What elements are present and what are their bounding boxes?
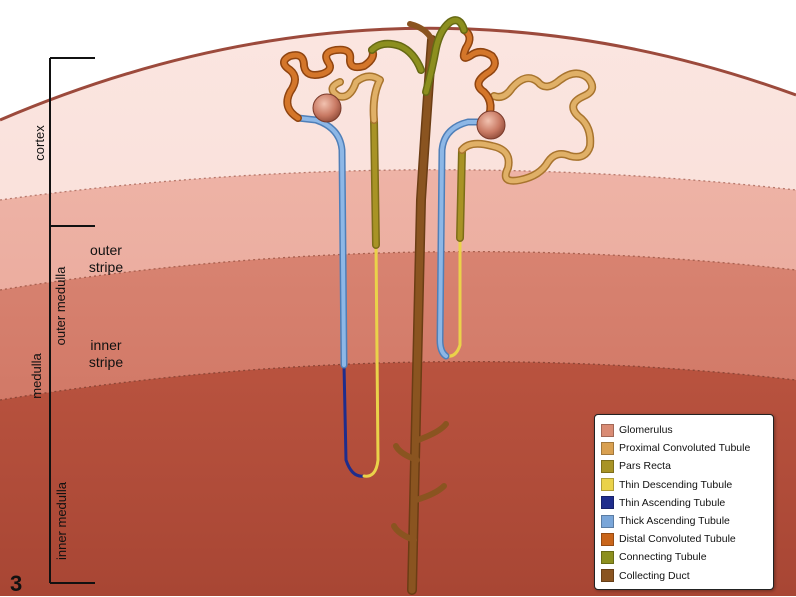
legend-label: Thin Ascending Tubule [619,497,725,509]
legend-label: Connecting Tubule [619,551,707,563]
legend-swatch [601,551,614,564]
outer-stripe-line1: outer [78,242,134,259]
inner-stripe-line1: inner [78,337,134,354]
right-glomerulus [477,111,505,139]
legend-swatch [601,442,614,455]
legend-label: Glomerulus [619,424,673,436]
legend-label: Thick Ascending Tubule [619,515,730,527]
left-glomerulus [313,94,341,122]
legend-swatch [601,515,614,528]
inner-stripe-label: inner stripe [78,337,134,371]
legend-swatch [601,496,614,509]
legend-item-distal-convoluted-tubule: Distal Convoluted Tubule [601,530,773,548]
outer-stripe-line2: stripe [78,259,134,276]
legend: Glomerulus Proximal Convoluted Tubule Pa… [594,414,774,590]
legend-item-thin-ascending-tubule: Thin Ascending Tubule [601,494,773,512]
legend-item-collecting-duct: Collecting Duct [601,567,773,585]
legend-swatch [601,460,614,473]
inner-medulla-label: inner medulla [54,471,70,571]
legend-swatch [601,569,614,582]
legend-item-pars-recta: Pars Recta [601,457,773,475]
legend-label: Collecting Duct [619,570,690,582]
legend-label: Pars Recta [619,460,671,472]
outer-medulla-label: outer medulla [53,256,69,356]
legend-label: Proximal Convoluted Tubule [619,442,750,454]
legend-swatch [601,478,614,491]
legend-item-proximal-convoluted-tubule: Proximal Convoluted Tubule [601,439,773,457]
legend-item-thick-ascending-tubule: Thick Ascending Tubule [601,512,773,530]
legend-item-thin-descending-tubule: Thin Descending Tubule [601,476,773,494]
inner-stripe-line2: stripe [78,354,134,371]
legend-swatch [601,533,614,546]
medulla-label: medulla [29,346,45,406]
legend-item-connecting-tubule: Connecting Tubule [601,548,773,566]
legend-swatch [601,424,614,437]
legend-label: Distal Convoluted Tubule [619,533,736,545]
cortex-label: cortex [32,113,48,173]
outer-stripe-label: outer stripe [78,242,134,276]
legend-label: Thin Descending Tubule [619,479,732,491]
legend-item-glomerulus: Glomerulus [601,421,773,439]
figure-number: 3 [10,571,22,597]
